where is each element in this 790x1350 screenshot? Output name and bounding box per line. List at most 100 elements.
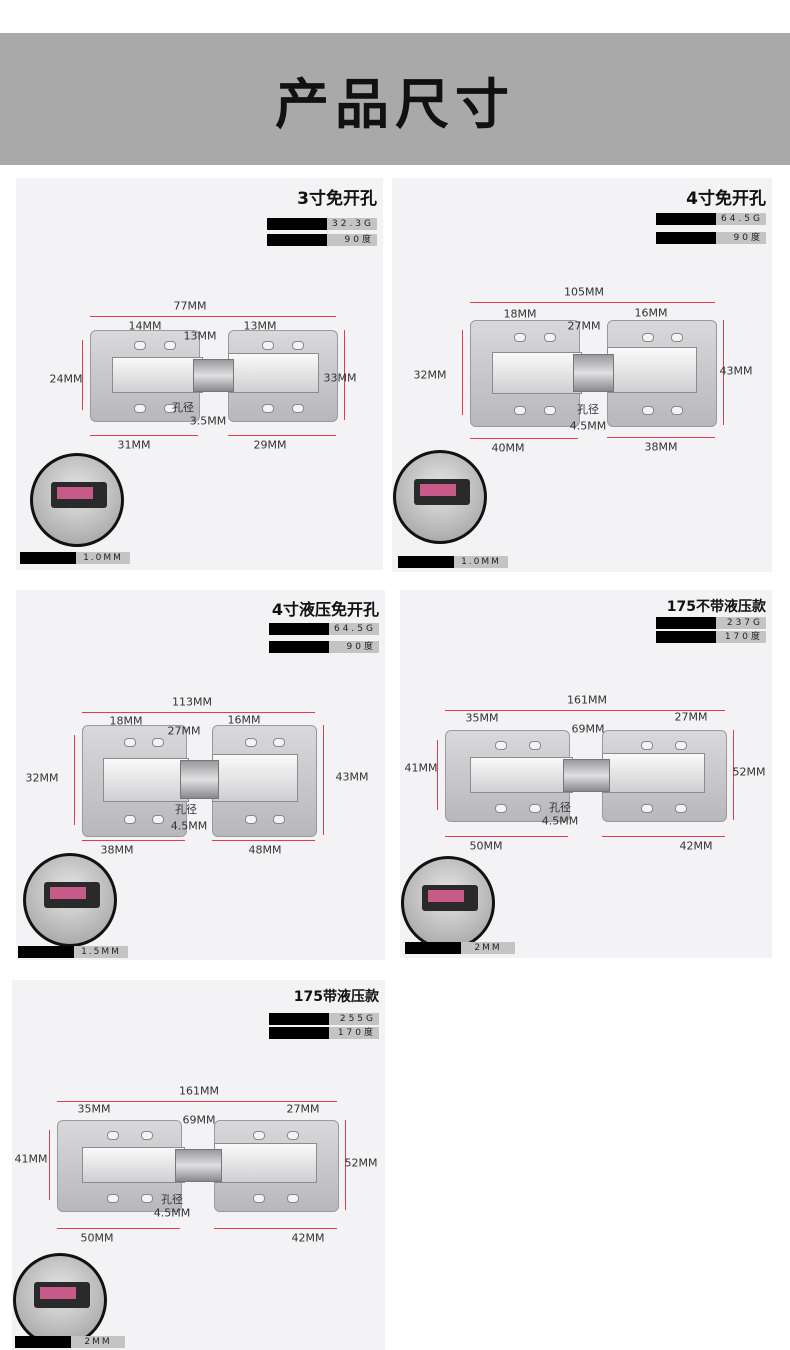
caliper-photo bbox=[13, 1253, 107, 1347]
dimension-overall-width: 161MM bbox=[179, 1084, 219, 1098]
dimension-right-height: 33MM bbox=[323, 371, 357, 385]
screw-hole bbox=[273, 815, 285, 824]
screw-hole bbox=[124, 738, 136, 747]
hinge-arm bbox=[470, 757, 573, 793]
hinge-arm bbox=[607, 347, 697, 393]
screw-hole bbox=[124, 815, 136, 824]
dimension-overall-width: 77MM bbox=[173, 299, 207, 313]
screw-hole bbox=[292, 341, 304, 350]
dimension-left-height: 41MM bbox=[404, 761, 438, 775]
hinge-arm bbox=[214, 1143, 317, 1183]
spec-bar bbox=[656, 232, 716, 244]
spec-bar bbox=[18, 946, 74, 958]
dimension-line bbox=[49, 1130, 50, 1200]
thickness-value: 1.5MM bbox=[74, 946, 128, 958]
dimension-right-height: 52MM bbox=[732, 765, 766, 779]
dimension-center-gap: 69MM bbox=[182, 1113, 216, 1127]
weight-value: 32.3G bbox=[327, 218, 377, 230]
screw-hole bbox=[671, 333, 683, 342]
dimension-overall-width: 105MM bbox=[564, 285, 604, 299]
dimension-left-plate-width: 38MM bbox=[100, 843, 134, 857]
screw-hole bbox=[642, 333, 654, 342]
dimension-hole-diameter: 4.5MM bbox=[170, 819, 208, 833]
dimension-left-hole-spacing: 14MM bbox=[128, 319, 162, 333]
dimension-line bbox=[470, 302, 715, 303]
weight-value: 255G bbox=[329, 1013, 379, 1025]
product-title: 175带液压款 bbox=[293, 989, 379, 1005]
dimension-hole-label: 孔径 bbox=[175, 803, 197, 816]
dimension-line bbox=[445, 710, 725, 711]
hinge-knuckle bbox=[175, 1149, 222, 1182]
weight-spec: 237G bbox=[656, 617, 766, 629]
hinge-arm bbox=[82, 1147, 185, 1183]
screw-hole bbox=[675, 804, 687, 813]
lcd-screen bbox=[420, 484, 456, 496]
screw-hole bbox=[152, 815, 164, 824]
screw-hole bbox=[544, 406, 556, 415]
caliper-photo bbox=[401, 856, 495, 950]
hinge-arm bbox=[228, 353, 319, 393]
screw-hole bbox=[514, 333, 526, 342]
spec-bar bbox=[15, 1336, 71, 1348]
hinge-image bbox=[445, 730, 727, 822]
screw-hole bbox=[262, 341, 274, 350]
dimension-left-hole-spacing: 18MM bbox=[109, 714, 143, 728]
caliper-display bbox=[44, 882, 100, 908]
hinge-image bbox=[90, 330, 338, 422]
dimension-hole-label: 孔径 bbox=[161, 1193, 183, 1206]
dimension-right-plate-width: 38MM bbox=[644, 440, 678, 454]
hinge-knuckle bbox=[573, 354, 614, 392]
screw-hole bbox=[642, 406, 654, 415]
dimension-hole-diameter: 4.5MM bbox=[153, 1206, 191, 1220]
dimension-hole-label: 孔径 bbox=[549, 801, 571, 814]
hinge-arm bbox=[112, 357, 203, 393]
spec-bar bbox=[656, 213, 716, 225]
angle-spec: 90度 bbox=[269, 641, 379, 653]
dimension-line bbox=[82, 712, 315, 713]
screw-hole bbox=[134, 341, 146, 350]
thickness-spec: 1.5MM bbox=[18, 946, 128, 958]
screw-hole bbox=[253, 1131, 265, 1140]
dimension-right-plate-width: 29MM bbox=[253, 438, 287, 452]
spec-bar bbox=[269, 641, 329, 653]
dimension-overall-width: 161MM bbox=[567, 693, 607, 707]
spec-bar bbox=[405, 942, 461, 954]
product-title: 4寸免开孔 bbox=[686, 189, 766, 209]
dimension-hole-label: 孔径 bbox=[172, 401, 194, 414]
hinge-knuckle bbox=[193, 359, 234, 392]
screw-hole bbox=[107, 1131, 119, 1140]
dimension-line bbox=[228, 435, 336, 436]
dimension-line bbox=[57, 1101, 337, 1102]
screw-hole bbox=[641, 804, 653, 813]
screw-hole bbox=[164, 341, 176, 350]
thickness-spec: 1.0MM bbox=[398, 556, 508, 568]
angle-value: 90度 bbox=[716, 232, 766, 244]
dimension-center-gap: 13MM bbox=[183, 329, 217, 343]
angle-value: 170度 bbox=[716, 631, 766, 643]
dimension-line bbox=[462, 330, 463, 415]
dimension-line bbox=[470, 438, 578, 439]
spec-bar bbox=[269, 1027, 329, 1039]
dimension-line bbox=[90, 316, 336, 317]
thickness-value: 2MM bbox=[461, 942, 515, 954]
section-header: 产品尺寸 bbox=[0, 33, 790, 165]
angle-value: 170度 bbox=[329, 1027, 379, 1039]
screw-hole bbox=[164, 404, 176, 413]
dimension-left-height: 32MM bbox=[25, 771, 59, 785]
spec-bar bbox=[269, 1013, 329, 1025]
weight-value: 237G bbox=[716, 617, 766, 629]
dimension-center-gap: 27MM bbox=[567, 319, 601, 333]
screw-hole bbox=[529, 804, 541, 813]
screw-hole bbox=[529, 741, 541, 750]
dimension-left-plate-width: 50MM bbox=[469, 839, 503, 853]
spec-bar bbox=[656, 617, 716, 629]
screw-hole bbox=[253, 1194, 265, 1203]
angle-spec: 170度 bbox=[656, 631, 766, 643]
screw-hole bbox=[134, 404, 146, 413]
screw-hole bbox=[245, 738, 257, 747]
product-title: 4寸液压免开孔 bbox=[271, 600, 379, 619]
weight-spec: 64.5G bbox=[656, 213, 766, 225]
angle-value: 90度 bbox=[327, 234, 377, 246]
